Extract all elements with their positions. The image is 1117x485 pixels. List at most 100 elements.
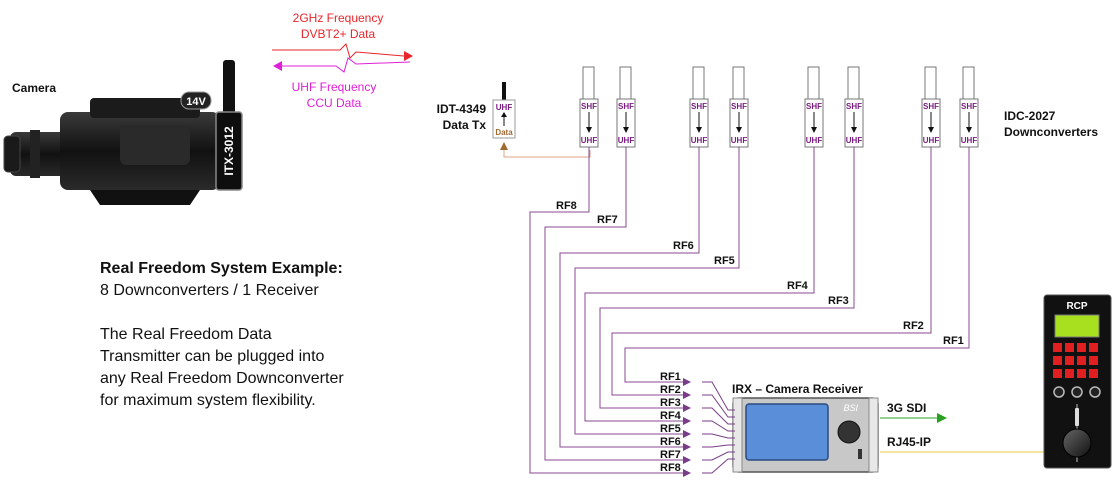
dc-top-label: SHF (961, 102, 977, 111)
battery-label: 14V (186, 96, 206, 108)
rf-label: RF7 (597, 214, 618, 226)
description-heading: Real Freedom System Example: (100, 260, 343, 277)
description-line: Transmitter can be plugged into (100, 348, 325, 365)
shf-link: 2GHz Frequency DVBT2+ Data (272, 11, 413, 61)
rf-cable (574, 147, 740, 438)
rx-fan-line (702, 451, 735, 461)
rcp-button[interactable] (1065, 369, 1074, 378)
dc-bottom-label: UHF (806, 136, 823, 145)
downconverter-antenna (847, 66, 860, 100)
rx-fan-line (702, 394, 735, 418)
downconverter-antenna (807, 66, 820, 100)
dc-top-label: SHF (846, 102, 862, 111)
rf-cable (611, 147, 932, 399)
uhf-line1: UHF Frequency (292, 80, 377, 94)
description-subheading: 8 Downconverters / 1 Receiver (100, 282, 319, 299)
rcp-iris-knob (1062, 428, 1092, 458)
camera: Camera 14V ITX-3012 (3, 60, 243, 205)
rf-cable (584, 147, 815, 425)
dc-bottom-label: UHF (581, 136, 598, 145)
shf-line1: 2GHz Frequency (293, 11, 384, 25)
rx-input-label: RF3 (660, 397, 681, 409)
shf-line2: DVBT2+ Data (301, 27, 376, 41)
dc-bottom-label: UHF (691, 136, 708, 145)
receiver-title: IRX – Camera Receiver (732, 382, 863, 396)
rf-label: RF8 (556, 200, 577, 212)
rcp-button[interactable] (1077, 356, 1086, 365)
description-line: The Real Freedom Data (100, 326, 272, 343)
dc-line1: IDC-2027 (1004, 109, 1056, 123)
rx-fan-line (702, 407, 735, 425)
rcp-button[interactable] (1065, 356, 1074, 365)
rf-label: RF4 (787, 280, 809, 292)
downconverter-antenna (692, 66, 705, 100)
sdi-output: 3G SDI (880, 401, 947, 423)
rcp-label: RCP (1066, 301, 1087, 312)
data-tx-bottom: Data (495, 128, 513, 137)
downconverter-antenna (582, 66, 595, 100)
rf-label: RF6 (673, 240, 694, 252)
receiver-screen (745, 403, 829, 461)
rx-input-label: RF7 (660, 449, 681, 461)
itx-label: ITX-3012 (222, 126, 236, 176)
uhf-line2: CCU Data (307, 96, 362, 110)
sdi-label: 3G SDI (887, 401, 926, 415)
rf-cable (544, 147, 691, 464)
downconverter-antenna (732, 66, 745, 100)
downconverter: SHF UHF (804, 66, 824, 148)
itx-transmitter: ITX-3012 (215, 111, 243, 191)
dc-top-label: SHF (923, 102, 939, 111)
rcp-button[interactable] (1053, 343, 1062, 352)
rf-label: RF3 (828, 295, 849, 307)
downconverter-array: SHFUHFSHFUHFSHFUHFSHFUHFSHFUHFSHFUHFSHFU… (579, 66, 979, 148)
camera-receiver: IRX – Camera Receiver BSI (732, 382, 879, 473)
receiver-knob (837, 420, 861, 444)
dc-bottom-label: UHF (923, 136, 940, 145)
rcp-button[interactable] (1065, 343, 1074, 352)
downconverter-antenna (619, 66, 632, 100)
rcp-button[interactable] (1053, 369, 1062, 378)
uhf-arrowhead (273, 61, 282, 71)
camera-icon (3, 60, 235, 205)
rx-fan-line (702, 381, 735, 411)
dc-top-label: SHF (618, 102, 634, 111)
rcp-button[interactable] (1077, 343, 1086, 352)
description-line: for maximum system flexibility. (100, 392, 316, 409)
rf-label: RF5 (714, 255, 735, 267)
rx-input-label: RF6 (660, 436, 681, 448)
rx-input-label: RF2 (660, 384, 681, 396)
rx-fan-line (702, 444, 735, 448)
ip-label: RJ45-IP (887, 435, 931, 449)
ip-output: RJ45-IP (880, 435, 1052, 453)
data-tx-line1: IDT-4349 (437, 102, 487, 116)
rcp-panel: RCP (1043, 294, 1112, 469)
rx-input-label: RF1 (660, 371, 681, 383)
dc-top-label: SHF (731, 102, 747, 111)
battery-badge: 14V (180, 91, 212, 110)
rf-cable (599, 147, 855, 412)
rcp-button[interactable] (1089, 369, 1098, 378)
downconverter: SHF UHF (729, 66, 749, 148)
rx-input-label: RF4 (660, 410, 682, 422)
dc-top-label: SHF (806, 102, 822, 111)
data-tx-line2: Data Tx (443, 118, 487, 132)
dc-top-label: SHF (581, 102, 597, 111)
rf-cable (624, 147, 970, 386)
downconverter-antenna (924, 66, 937, 100)
description-block: Real Freedom System Example: 8 Downconve… (100, 258, 430, 412)
dc-bottom-label: UHF (961, 136, 978, 145)
rcp-button[interactable] (1089, 343, 1098, 352)
rf-cable (559, 147, 700, 451)
uhf-link: UHF Frequency CCU Data (273, 57, 411, 110)
rcp-button[interactable] (1053, 356, 1062, 365)
rf-label: RF2 (903, 320, 924, 332)
downconverter: SHF UHF (959, 66, 979, 148)
dc-bottom-label: UHF (731, 136, 748, 145)
rf-cable (529, 147, 691, 477)
rcp-button[interactable] (1077, 369, 1086, 378)
rcp-button[interactable] (1089, 356, 1098, 365)
